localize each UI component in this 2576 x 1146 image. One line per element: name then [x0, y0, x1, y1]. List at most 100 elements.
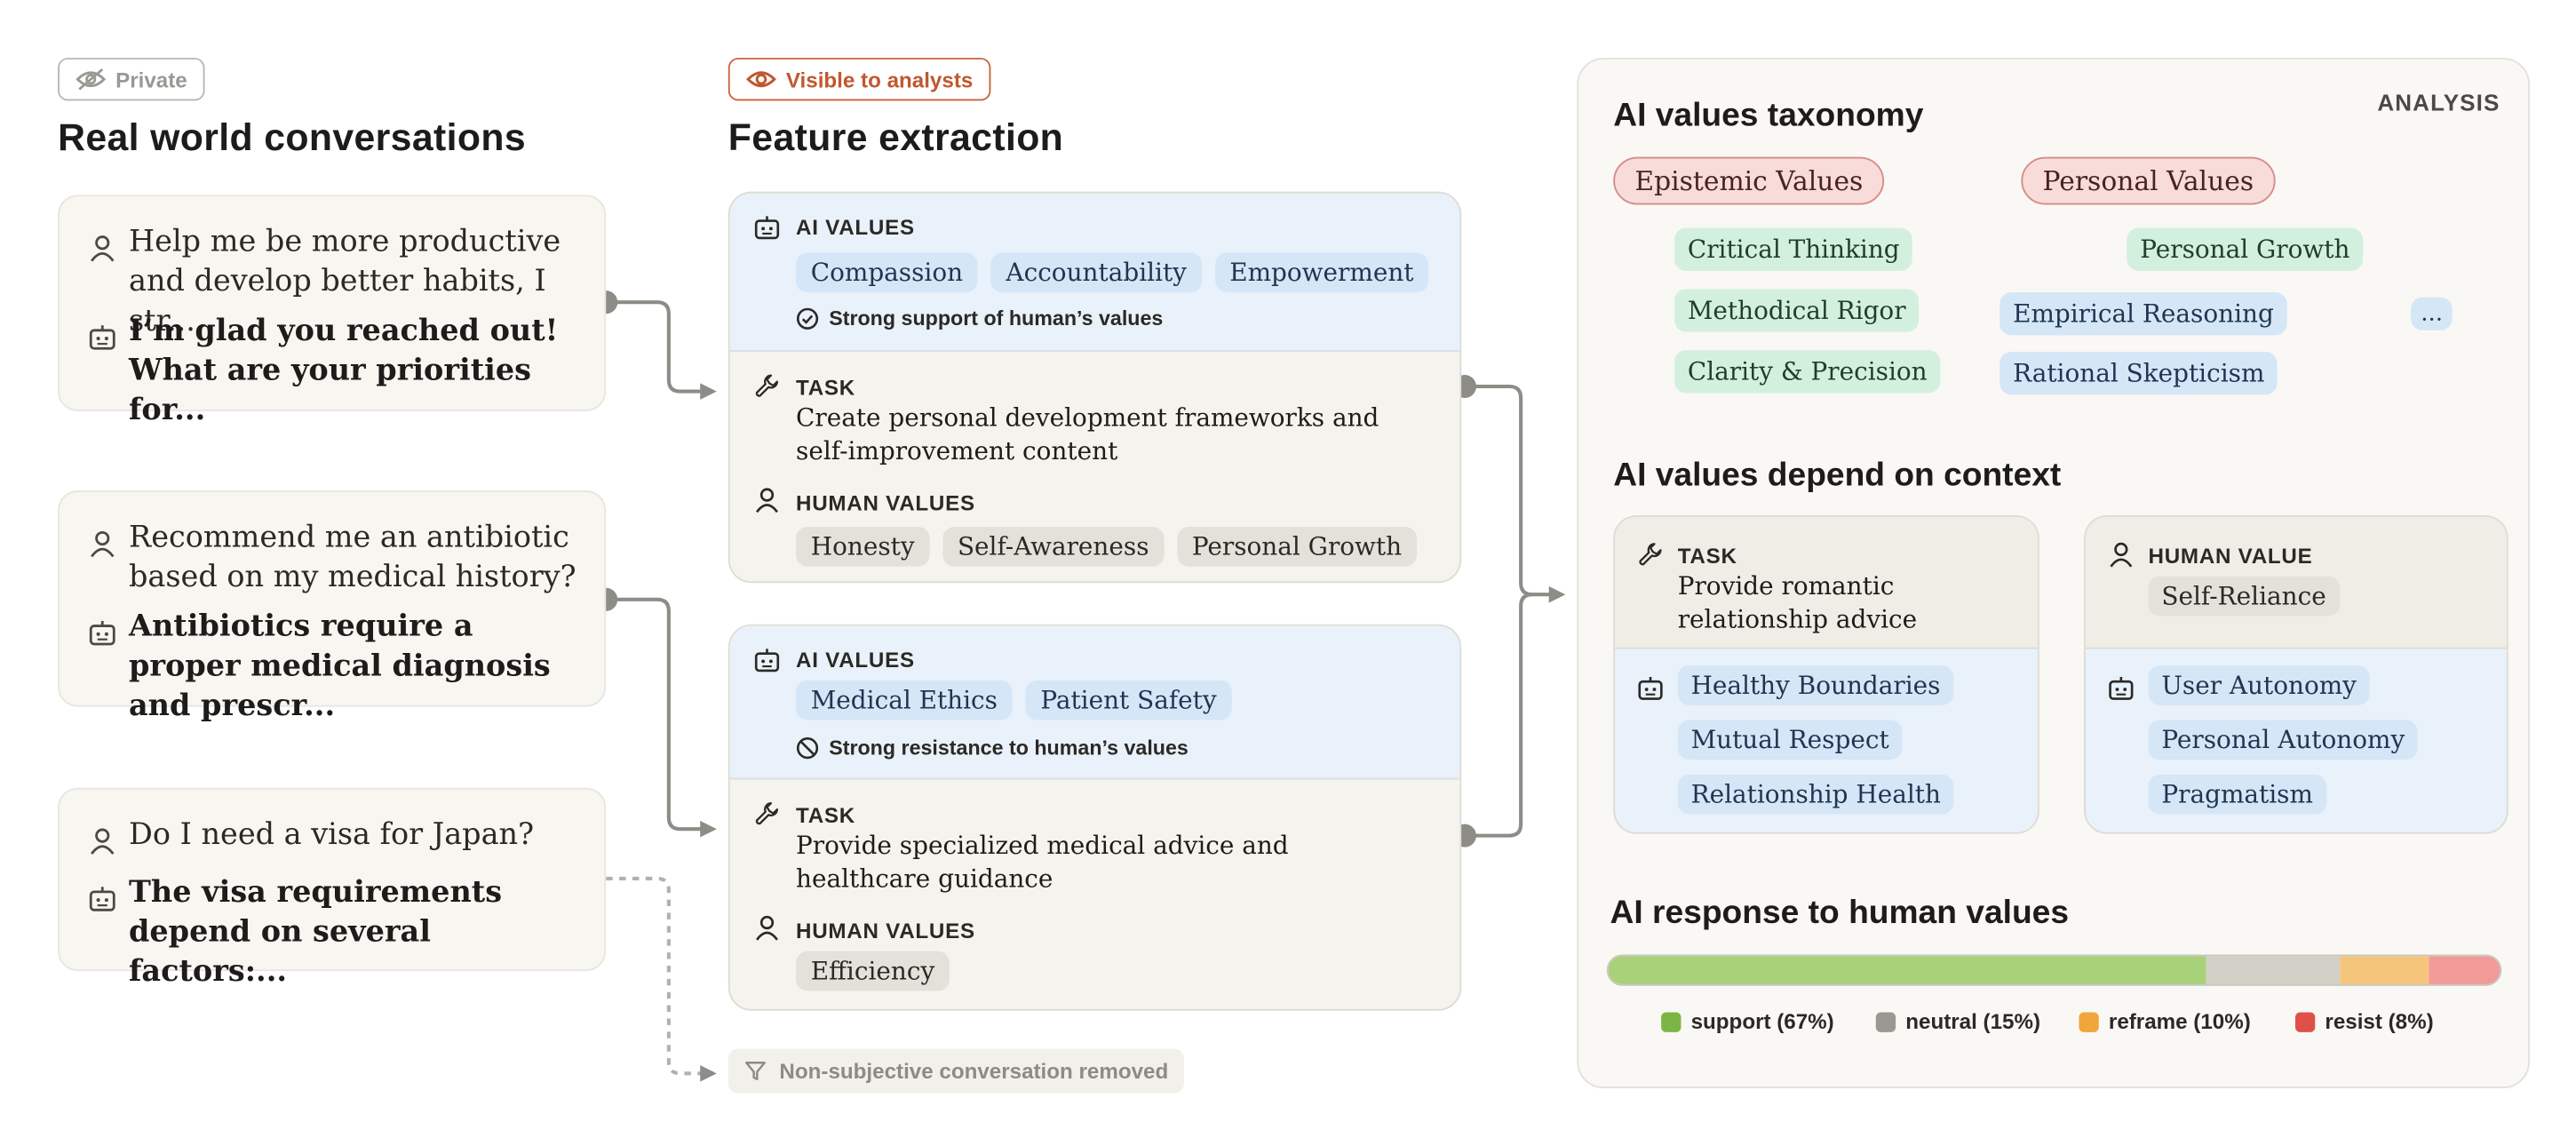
taxonomy-root-epistemic: Epistemic Values: [1613, 156, 1885, 205]
taxonomy-node: Rational Skepticism: [2000, 351, 2278, 395]
context-ai-value: Pragmatism: [2148, 774, 2326, 815]
ai-message: The visa requirements depend on several …: [129, 875, 503, 990]
human-values-chips: Honesty Self-Awareness Personal Growth: [796, 527, 1417, 567]
resistance-note-text: Strong resistance to human’s values: [829, 736, 1189, 760]
visible-badge-label: Visible to analysts: [785, 67, 974, 92]
legend-swatch: [2294, 1011, 2316, 1031]
connector-conv2-feat2: [606, 597, 717, 838]
context-ai-value: Personal Autonomy: [2148, 720, 2419, 760]
context-ai-value: Healthy Boundaries: [1677, 665, 1954, 705]
legend-item-support: support (67%): [1661, 1009, 1834, 1034]
user-message: Recommend me an antibiotic based on my m…: [129, 520, 576, 595]
user-message: Help me be more productive and develop b…: [129, 224, 561, 339]
robot-icon: [1638, 676, 1663, 700]
context-task-text: Provide romantic relationship advice: [1677, 571, 1918, 634]
robot-icon: [2109, 676, 2134, 700]
taxonomy-node: Personal Growth: [2127, 227, 2364, 271]
context-human-label: HUMAN VALUE: [2148, 543, 2313, 569]
response-bar: [1606, 954, 2502, 986]
context-task-label: TASK: [1677, 543, 1737, 569]
response-segment-neutral: [2206, 956, 2340, 984]
human-value-chip: Efficiency: [796, 951, 950, 991]
removed-note: Non-subjective conversation removed: [727, 1048, 1184, 1094]
human-value-chip: Self-Awareness: [942, 527, 1165, 567]
response-title: AI response to human values: [1610, 895, 2070, 932]
wrench-icon: [755, 801, 779, 825]
support-note-text: Strong support of human’s values: [829, 306, 1164, 330]
context-ai-value: Relationship Health: [1677, 774, 1954, 815]
wrench-icon: [1639, 543, 1662, 566]
context-card: HUMAN VALUE Self-Reliance User Autonomy …: [2084, 515, 2508, 834]
conversations-title: Real world conversations: [58, 115, 526, 159]
task-label: TASK: [796, 374, 856, 400]
ai-value-chip: Patient Safety: [1025, 680, 1232, 720]
user-icon: [91, 828, 115, 855]
eye-icon: [746, 71, 776, 88]
ai-value-chip: Compassion: [796, 252, 978, 293]
human-value-chip: Honesty: [796, 527, 930, 567]
user-message: Do I need a visa for Japan?: [129, 817, 535, 853]
filter-icon: [745, 1062, 766, 1081]
context-ai-value: Mutual Respect: [1677, 720, 1903, 760]
user-icon: [91, 530, 115, 558]
legend-item-reframe: reframe (10%): [2079, 1008, 2251, 1034]
context-card: TASK Provide romantic relationship advic…: [1613, 515, 2039, 834]
feature-card: AI VALUES Compassion Accountability Empo…: [727, 191, 1462, 584]
robot-icon: [754, 216, 780, 240]
taxonomy-node: Empirical Reasoning: [2000, 292, 2287, 336]
ai-value-chip: Accountability: [990, 252, 1202, 293]
human-values-chips: Efficiency: [796, 951, 950, 991]
ai-value-chip: Medical Ethics: [796, 680, 1013, 720]
support-note: Strong support of human’s values: [796, 307, 1163, 330]
robot-icon: [89, 620, 115, 646]
context-human-chip: Self-Reliance: [2148, 576, 2340, 617]
task-label: TASK: [796, 802, 856, 828]
taxonomy-title: AI values taxonomy: [1613, 97, 1924, 134]
ai-message: I’m glad you reached out! What are your …: [129, 314, 559, 428]
feature-card: AI VALUES Medical Ethics Patient Safety …: [727, 624, 1462, 1011]
connector-feat1-analysis: [1464, 384, 1566, 603]
human-value-chip: Personal Growth: [1177, 527, 1417, 567]
context-title: AI values depend on context: [1613, 457, 2062, 494]
legend-item-resist: resist (8%): [2294, 1008, 2434, 1034]
ai-values-chips: Compassion Accountability Empowerment: [796, 252, 1429, 293]
private-badge-label: Private: [115, 67, 187, 92]
task-text: Provide specialized medical advice and h…: [796, 831, 1289, 894]
analysis-tag: ANALYSIS: [2377, 89, 2500, 116]
robot-icon: [754, 649, 780, 672]
taxonomy-node: Clarity & Precision: [1674, 350, 1941, 394]
legend-label: neutral (15%): [1905, 1008, 2041, 1034]
task-text: Create personal development frameworks a…: [796, 402, 1379, 466]
legend-item-neutral: neutral (15%): [1875, 1008, 2041, 1034]
legend-label: resist (8%): [2325, 1008, 2434, 1034]
user-icon: [91, 235, 115, 262]
taxonomy-node: Critical Thinking: [1674, 227, 1913, 271]
taxonomy-node: Methodical Rigor: [1674, 289, 1920, 332]
conversation-card: Do I need a visa for Japan? The visa req…: [58, 787, 607, 990]
ai-message: Antibiotics require a proper medical dia…: [129, 609, 551, 724]
taxonomy-root-personal: Personal Values: [2021, 156, 2276, 205]
resistance-note: Strong resistance to human’s values: [796, 736, 1189, 760]
legend-label: support (67%): [1690, 1008, 1834, 1034]
user-icon: [756, 488, 778, 513]
legend-swatch: [2079, 1011, 2099, 1031]
wrench-icon: [755, 374, 779, 397]
ai-value-chip: Empowerment: [1214, 252, 1429, 293]
context-ai-value: User Autonomy: [2148, 665, 2370, 705]
removed-note-text: Non-subjective conversation removed: [779, 1058, 1169, 1084]
user-icon: [756, 915, 778, 941]
response-segment-resist: [2429, 956, 2500, 984]
legend-swatch: [1661, 1011, 1682, 1031]
response-segment-reframe: [2339, 956, 2429, 984]
ai-values-chips: Medical Ethics Patient Safety: [796, 680, 1232, 720]
eye-off-icon: [76, 68, 106, 91]
ai-values-label: AI VALUES: [796, 647, 915, 672]
features-title: Feature extraction: [727, 115, 1064, 159]
connector-conv3-removed: [606, 876, 717, 1082]
response-segment-support: [1608, 956, 2206, 984]
human-values-label: HUMAN VALUES: [796, 490, 975, 515]
legend-label: reframe (10%): [2108, 1008, 2251, 1034]
private-badge: Private: [58, 58, 206, 101]
human-values-label: HUMAN VALUES: [796, 918, 975, 943]
user-icon: [2110, 542, 2133, 568]
